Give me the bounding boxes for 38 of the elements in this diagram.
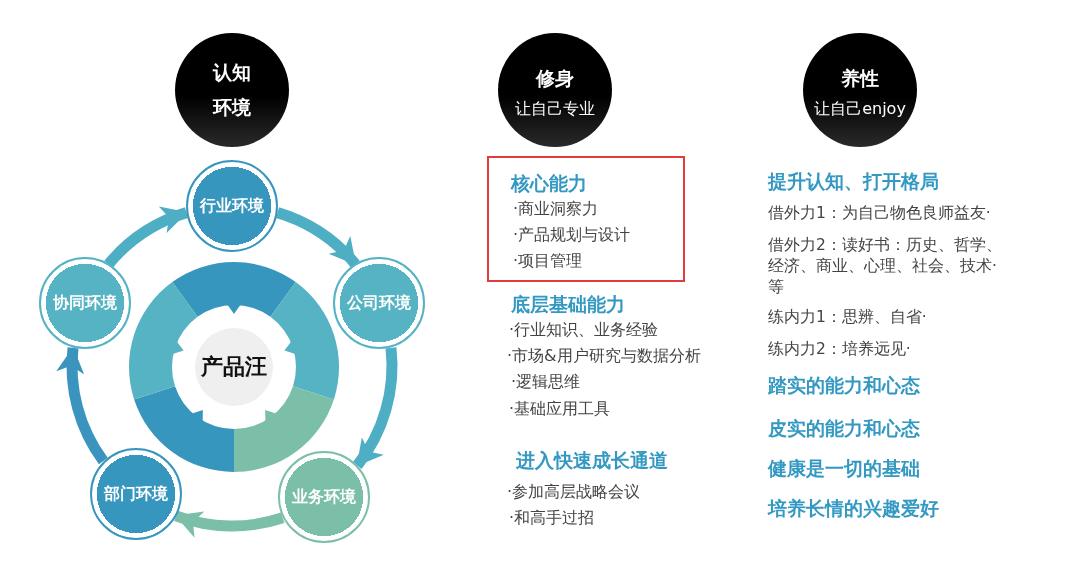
circle-title: 修身 [536, 65, 574, 91]
cycle-arrow [275, 207, 360, 268]
cycle-arrow [174, 509, 285, 537]
center-label: 产品汪 [201, 353, 267, 381]
note-text: 借外力1：为自己物色良师益友· [768, 202, 991, 224]
section-heading: 进入快速成长通道 [516, 448, 668, 473]
circle-label: 业务环境 [291, 487, 356, 508]
list-item: ·基础应用工具 [509, 398, 611, 420]
section-heading: 培养长情的兴趣爱好 [768, 496, 939, 521]
section-heading: 底层基础能力 [511, 292, 625, 317]
list-item: ·市场&用户研究与数据分析 [507, 345, 701, 367]
list-item: ·产品规划与设计 [513, 224, 631, 246]
circle-label: 行业环境 [200, 196, 264, 216]
cycle-arrow [57, 346, 108, 465]
section-heading: 提升认知、打开格局 [768, 169, 939, 194]
cycle-arrow [352, 347, 398, 469]
list-item: ·行业知识、业务经验 [509, 319, 659, 341]
circle-label: 公司环境 [347, 293, 412, 314]
highlight-frame [487, 156, 685, 282]
list-item: ·参加高层战略会议 [507, 481, 641, 503]
section-heading: 踏实的能力和心态 [768, 373, 920, 398]
section-heading: 皮实的能力和心态 [768, 416, 920, 441]
circle-subtitle: 让自己enjoy [814, 97, 906, 120]
section-heading: 健康是一切的基础 [768, 456, 920, 481]
list-item: ·逻辑思维 [511, 371, 581, 393]
circle-title: 认知环境 [211, 60, 252, 120]
circle-label: 协同环境 [52, 293, 117, 314]
frame-heading: 核心能力 [511, 171, 587, 196]
circle-title: 养性 [841, 65, 879, 91]
note-text: 练内力2：培养远见· [768, 338, 911, 360]
circle-label: 部门环境 [103, 483, 168, 504]
list-item: ·项目管理 [513, 250, 583, 272]
list-item: ·和高手过招 [509, 507, 595, 529]
list-item: ·商业洞察力 [513, 198, 599, 220]
circle-subtitle: 让自己专业 [515, 97, 595, 120]
note-text: 练内力1：思辨、自省· [768, 306, 927, 328]
cycle-arrow [104, 207, 189, 268]
note-text: 借外力2：读好书：历史、哲学、经济、商业、心理、社会、技术·等 [768, 234, 1003, 298]
